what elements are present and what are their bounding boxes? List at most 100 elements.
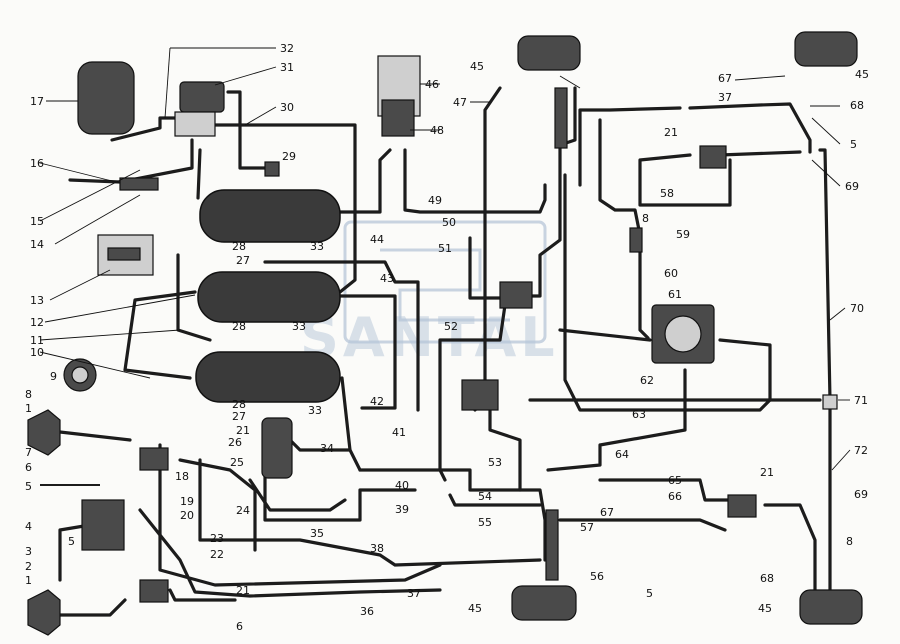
label-66: 66 [668,490,682,503]
label-28a: 28 [232,240,246,253]
label-45b: 45 [855,68,869,81]
brake-chamber-45-bottom-right [799,589,863,625]
pipe-63 [563,173,772,412]
pipe-50 [403,148,547,214]
label-48: 48 [430,124,444,137]
brake-chamber-1-bottom [27,589,61,636]
pipe-68-bottom [763,503,817,592]
label-57: 57 [580,521,594,534]
label-70: 70 [850,302,864,315]
label-33c: 33 [308,404,322,417]
label-5c: 5 [646,587,653,600]
label-28c: 28 [232,398,246,411]
label-44: 44 [370,233,384,246]
pipe-41 [288,438,352,452]
label-51: 51 [438,242,452,255]
label-37b: 37 [407,587,421,600]
pipe-38 [198,458,542,567]
label-72: 72 [854,444,868,457]
pipe-68-top [688,102,812,154]
pipe-64 [546,368,687,472]
label-7: 7 [25,446,32,459]
label-38: 38 [370,542,384,555]
pipe-40 [263,473,417,522]
label-52: 52 [444,320,458,333]
moisture-separator-25 [261,417,293,479]
label-42: 42 [370,395,384,408]
components [27,31,863,636]
pipe-to-67 [518,86,577,298]
label-22: 22 [210,548,224,561]
label-5d: 5 [850,138,857,151]
regulator-valve-block [174,111,216,137]
label-21a: 21 [236,424,250,437]
label-1b: 1 [25,574,32,587]
label-40: 40 [395,479,409,492]
brake-chamber-45-top-right [794,31,858,67]
label-18: 18 [175,470,189,483]
leader-lines [39,47,851,471]
label-8b: 8 [642,212,649,225]
label-35: 35 [310,527,324,540]
label-21d: 21 [760,466,774,479]
pipe-70 [818,148,832,612]
label-64: 64 [615,448,629,461]
compressor-pulley [71,366,89,384]
label-33a: 33 [310,240,324,253]
label-34: 34 [320,442,334,455]
label-6b: 6 [236,620,243,633]
drain-valve-29 [264,161,280,177]
pipe-16 [68,138,194,184]
pipe-37-bottom [158,443,442,587]
air-reservoir-17 [77,61,135,135]
label-71: 71 [854,394,868,407]
label-5b: 5 [68,535,75,548]
pipe-17-to-31 [110,116,180,142]
receiver-tank-bottom [195,351,341,403]
label-59: 59 [676,228,690,241]
label-21b: 21 [236,584,250,597]
pipe-43 [338,294,397,410]
brake-chamber-1-top [27,409,61,456]
pipe-62-in [558,328,652,342]
pipe-1-6 [58,430,132,442]
label-1a: 1 [25,402,32,415]
valve-21-left-bottom [139,579,169,603]
label-26: 26 [228,436,242,449]
label-3: 3 [25,545,32,558]
pipe-51 [468,236,507,300]
label-62: 62 [640,374,654,387]
label-53: 53 [488,456,502,469]
pipe-58-b [598,118,642,237]
label-68b: 68 [760,572,774,585]
brake-chamber-45-top-center [517,35,581,71]
label-50: 50 [442,216,456,229]
label-16: 16 [30,157,44,170]
valve-21-right-bottom [727,494,757,518]
pipe-49 [336,148,392,214]
pipe-22 [178,458,257,552]
pipe-12 [123,290,197,380]
label-58: 58 [660,187,674,200]
valve-21-left-top [139,447,169,471]
pipe-53 [488,398,522,492]
label-11: 11 [30,334,44,347]
valve-60 [629,227,643,253]
label-10: 10 [30,346,44,359]
watermark-text: SANTAL [300,306,559,369]
label-13: 13 [30,294,44,307]
relay-valve-51 [499,281,533,309]
watermark-frame [343,220,547,344]
label-36: 36 [360,605,374,618]
label-14: 14 [30,238,44,251]
pipe-network [40,86,832,617]
label-20: 20 [180,509,194,522]
label-67a: 67 [718,72,732,85]
label-45a: 45 [470,60,484,73]
label-68a: 68 [850,99,864,112]
label-45d: 45 [758,602,772,615]
pipe-36 [138,508,442,598]
pipe-tank1-2 [263,260,420,412]
pressure-regulator-31 [179,81,225,113]
